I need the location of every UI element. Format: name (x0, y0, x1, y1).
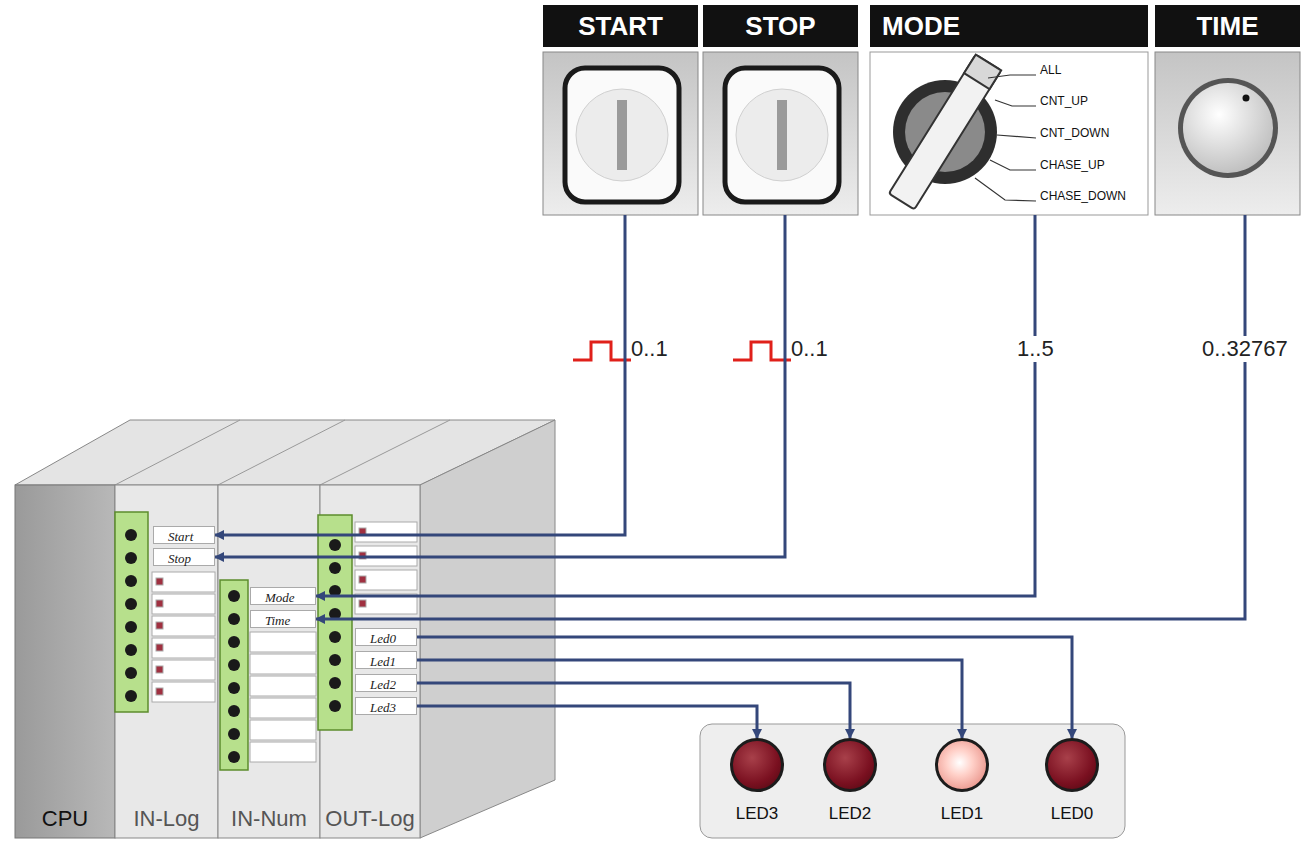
panel-header: TIME (1155, 5, 1300, 47)
led-light (935, 738, 989, 792)
control-panel: TIME (1155, 5, 1300, 215)
pulse-symbol (733, 342, 791, 360)
panel-header: MODE (870, 5, 1148, 47)
plc-module: IN-Log StartStop (115, 485, 218, 838)
panel-header: STOP (703, 5, 858, 47)
mode-option: CNT_DOWN (1040, 126, 1109, 140)
plc-module: CPU (15, 485, 115, 838)
mode-option: CHASE_UP (1040, 158, 1105, 172)
signal-name: Start (154, 529, 193, 545)
signal-name: Mode (251, 590, 295, 606)
mode-option: CNT_UP (1040, 94, 1088, 108)
led-lamp: LED3 (722, 738, 792, 834)
signal-name: Stop (154, 551, 191, 567)
mode-option: ALL (1040, 63, 1061, 77)
module-name: OUT-Log (320, 806, 420, 832)
signal-wire (417, 683, 850, 738)
pulse-symbol (573, 342, 631, 360)
terminal-label: Start (153, 526, 215, 544)
stop-button (703, 52, 858, 215)
signal-wire (316, 215, 1245, 619)
control-panel: STOP (703, 5, 858, 215)
signal-wire (417, 706, 757, 738)
plc-module: OUT-Log Led0Led1Led2Led3 (320, 485, 420, 838)
signal-name: Led3 (356, 700, 396, 716)
module-name: IN-Num (218, 806, 320, 832)
module-name: CPU (15, 806, 115, 832)
led-panel (700, 724, 1125, 838)
led-lamp: LED0 (1037, 738, 1107, 834)
led-lamp: LED2 (815, 738, 885, 834)
signal-wire (215, 215, 625, 535)
terminal-label: Stop (153, 548, 215, 566)
signal-wire (215, 215, 785, 557)
control-panel: MODE ALL CNT_UP CNT_DOWN CHASE_UP CHASE_DOWN (870, 5, 1148, 215)
terminal-label: Led0 (355, 628, 417, 646)
terminal-label: Mode (250, 587, 316, 605)
terminal-label: Led3 (355, 697, 417, 715)
led-light (823, 738, 877, 792)
signal-name: Led2 (356, 677, 396, 693)
panel-header: START (543, 5, 698, 47)
time-knob (1155, 52, 1300, 215)
signal-wire (417, 637, 1072, 738)
value-range: 0..1 (791, 336, 828, 362)
led-label: LED2 (805, 804, 895, 824)
led-label: LED0 (1027, 804, 1117, 824)
value-range: 1..5 (1014, 336, 1057, 362)
value-range: 0..32767 (1199, 336, 1291, 362)
terminal-label: Led2 (355, 674, 417, 692)
led-label: LED1 (917, 804, 1007, 824)
plc-rack (15, 420, 555, 838)
mode-option: CHASE_DOWN (1040, 189, 1126, 203)
mode-selector (870, 52, 1148, 215)
plc-module: IN-Num ModeTime (218, 485, 320, 838)
terminal-label: Led1 (355, 651, 417, 669)
signal-wire (316, 215, 1035, 596)
signal-name: Led1 (356, 654, 396, 670)
signal-name: Led0 (356, 631, 396, 647)
led-label: LED3 (712, 804, 802, 824)
start-button (543, 52, 698, 215)
module-name: IN-Log (115, 806, 218, 832)
led-light (1045, 738, 1099, 792)
signal-wire (417, 660, 962, 738)
led-lamp: LED1 (927, 738, 997, 834)
signal-name: Time (251, 613, 290, 629)
led-light (730, 738, 784, 792)
value-range: 0..1 (631, 336, 668, 362)
terminal-label: Time (250, 610, 316, 628)
control-panel: START (543, 5, 698, 215)
